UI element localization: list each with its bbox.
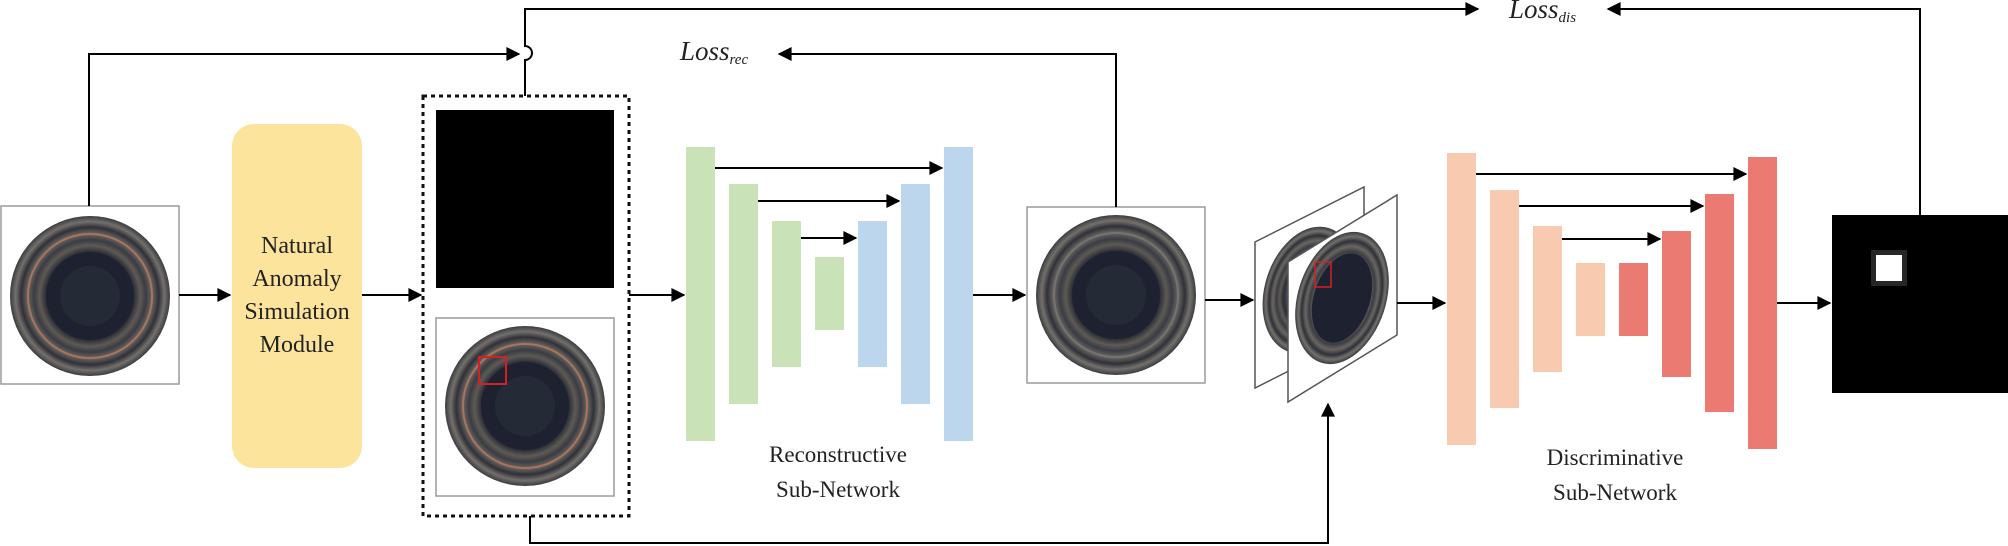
- heatmap-output-icon: [1832, 215, 2008, 393]
- module-line-1: Natural: [261, 232, 333, 259]
- augmented-pair-border: [421, 94, 631, 518]
- reconstructive-label-line-2: Sub-Network: [776, 476, 900, 502]
- augmented-pair: [421, 94, 631, 518]
- reconstructive-label-line-1: Reconstructive: [769, 442, 907, 467]
- input-image: [0, 205, 180, 385]
- anomaly-simulation-module: Natural Anomaly Simulation Module: [232, 124, 362, 468]
- loss-rec-main: Loss: [680, 36, 730, 66]
- flow-arrows: [88, 1, 1921, 544]
- loss-rec-sub: rec: [729, 52, 749, 68]
- discriminative-label-line-2: Sub-Network: [1553, 479, 1677, 505]
- module-line-2: Anomaly: [252, 265, 342, 292]
- anomaly-mask-icon: [436, 110, 614, 288]
- loss-dis-label: Lossdis: [1509, 0, 1576, 27]
- discriminative-label-line-1: Discriminative: [1546, 445, 1684, 470]
- output-anomaly-map: [1832, 215, 2008, 393]
- reconstructive-network: [686, 147, 973, 441]
- reconstructed-image: [1026, 206, 1206, 384]
- stacked-images: [1254, 185, 1398, 404]
- discriminative-network: [1447, 153, 1777, 449]
- module-line-3: Simulation: [244, 299, 350, 325]
- discriminative-network-label: Discriminative Sub-Network: [1505, 441, 1725, 510]
- reconstructive-network-label: Reconstructive Sub-Network: [728, 438, 948, 507]
- anomaly-region-box: [478, 356, 507, 385]
- module-line-4: Module: [259, 332, 335, 359]
- loss-rec-label: Lossrec: [680, 36, 748, 69]
- loss-dis-main: Loss: [1509, 0, 1559, 24]
- loss-dis-sub: dis: [1558, 10, 1577, 26]
